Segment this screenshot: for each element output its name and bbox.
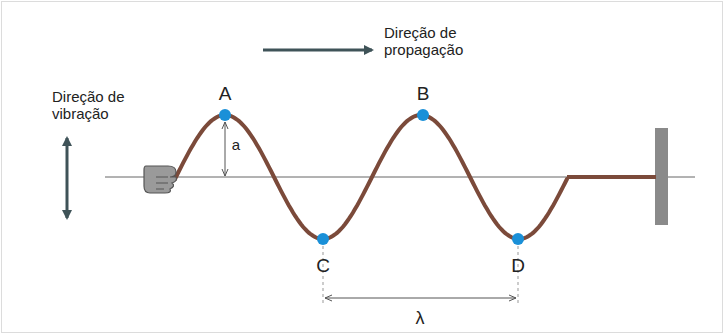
- direction-label: Direção de vibração: [52, 88, 152, 123]
- wavelength-marker: [325, 298, 516, 299]
- wall: [655, 128, 668, 225]
- crest-dot: [219, 109, 231, 121]
- rope-wave: [175, 115, 567, 239]
- vibration-arrow: [66, 138, 69, 218]
- wavelength-label: λ: [416, 308, 425, 329]
- rope-rest: [567, 175, 656, 179]
- trough-dot: [512, 233, 524, 245]
- crest-dot: [417, 109, 429, 121]
- amplitude-label: a: [232, 136, 240, 153]
- point-label: C: [316, 255, 330, 277]
- amplitude-marker: [225, 122, 226, 176]
- axis-line: [105, 177, 695, 178]
- trough-dot: [317, 233, 329, 245]
- propagation-arrow: [263, 49, 372, 52]
- hand-icon: [144, 166, 177, 193]
- point-label: D: [511, 255, 525, 277]
- direction-label: Direção de propagação: [384, 24, 494, 59]
- point-label: B: [417, 83, 430, 105]
- point-label: A: [219, 83, 232, 105]
